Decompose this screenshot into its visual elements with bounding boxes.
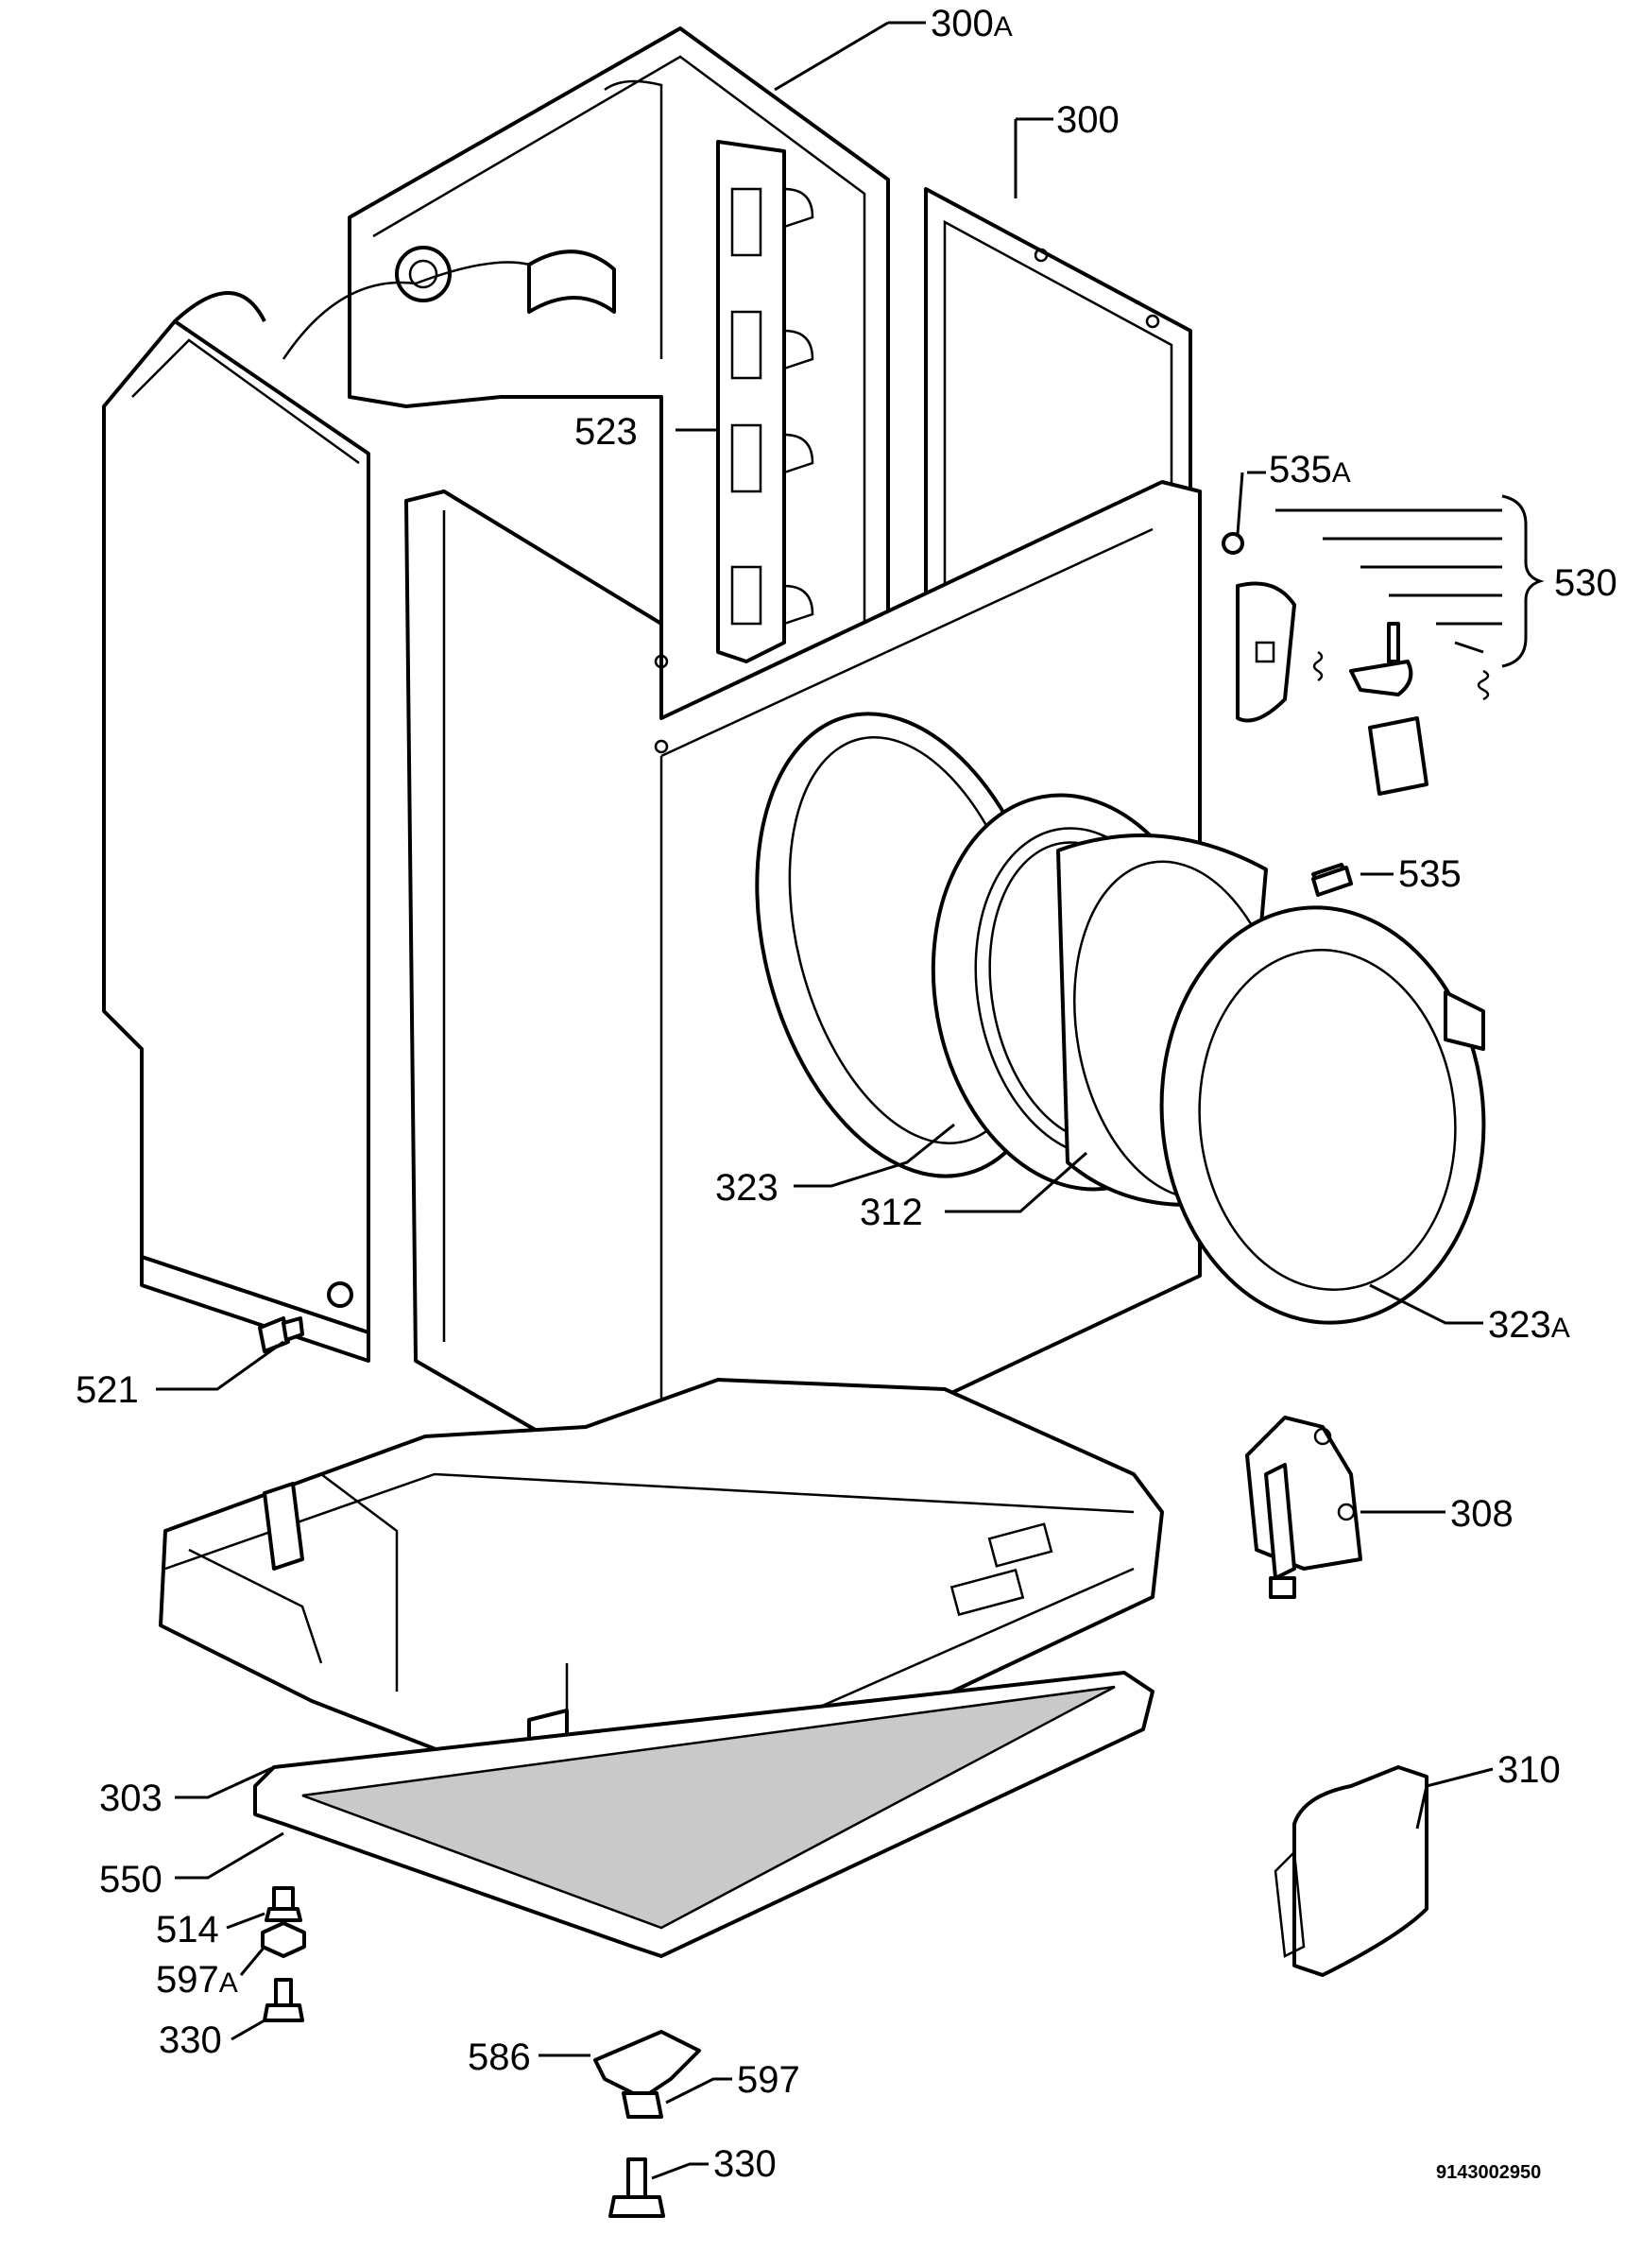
callout-597a: 597A xyxy=(156,1959,238,2001)
callout-310: 310 xyxy=(1497,1749,1561,1791)
service-cover xyxy=(1274,1765,1428,1977)
door-lock-assembly xyxy=(1222,494,1545,895)
bottom-plate xyxy=(253,1671,1155,1958)
callout-323: 323 xyxy=(715,1167,778,1209)
callout-521: 521 xyxy=(76,1369,139,1411)
callout-330-left: 330 xyxy=(159,2019,222,2061)
callout-330-bottom: 330 xyxy=(713,2143,777,2185)
callout-530: 530 xyxy=(1554,562,1617,604)
callout-labels: 300A 300 523 535A 530 535 323 312 323A 5… xyxy=(76,3,1617,2185)
callout-300: 300 xyxy=(1056,99,1120,141)
vertical-rail xyxy=(716,140,814,663)
callout-308: 308 xyxy=(1450,1493,1514,1535)
callout-586: 586 xyxy=(468,2036,531,2078)
callout-323a: 323A xyxy=(1488,1304,1570,1346)
hardware-parts xyxy=(258,866,1353,2218)
callout-535a: 535A xyxy=(1269,449,1351,490)
leader-lines xyxy=(156,21,1494,2180)
callout-523: 523 xyxy=(574,411,638,453)
callout-303: 303 xyxy=(99,1778,162,1819)
callout-300a: 300A xyxy=(931,3,1013,44)
door-outer-ring xyxy=(1159,905,1486,1325)
callout-597: 597 xyxy=(737,2059,800,2101)
door-hinge xyxy=(1245,1416,1362,1599)
callout-312: 312 xyxy=(860,1192,923,1233)
callout-550: 550 xyxy=(99,1859,162,1900)
left-side-panel xyxy=(102,291,370,1363)
callout-535: 535 xyxy=(1398,853,1462,895)
callout-514: 514 xyxy=(156,1909,219,1950)
drawing-number: 9143002950 xyxy=(1436,2162,1541,2183)
